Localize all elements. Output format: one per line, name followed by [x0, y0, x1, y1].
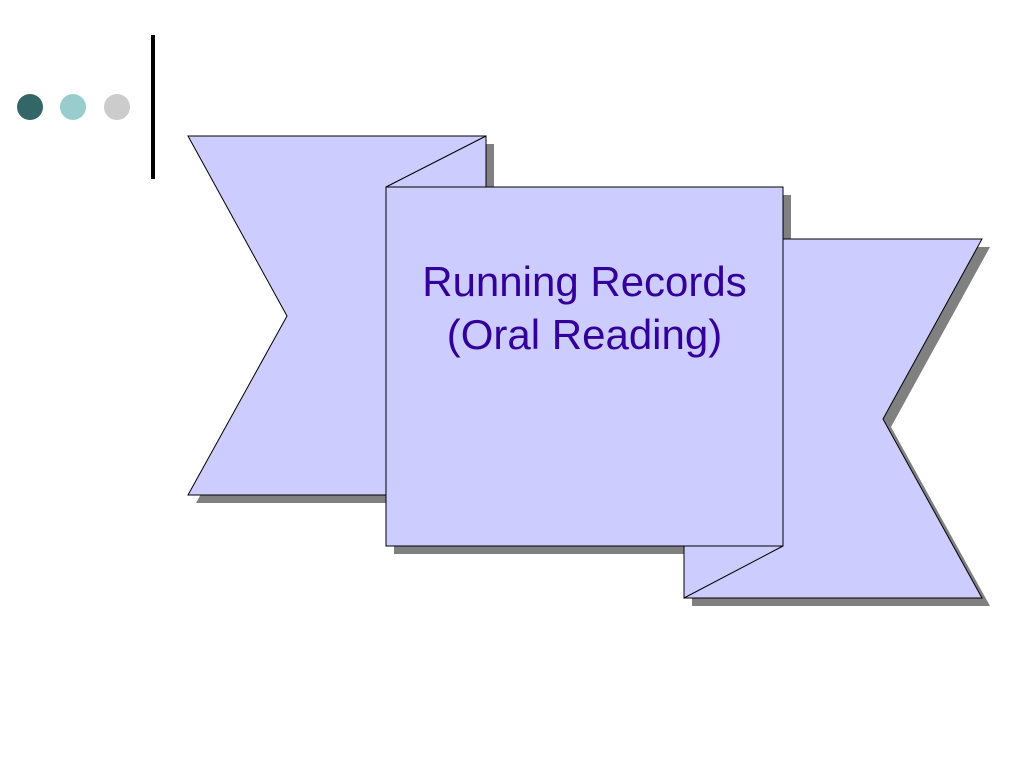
slide-title: Running Records (Oral Reading)	[386, 187, 783, 427]
decorative-dot-light-teal	[60, 94, 86, 120]
decorative-dot-gray	[104, 94, 130, 120]
decorative-dot-dark-teal	[17, 94, 43, 120]
title-line-2: (Oral Reading)	[446, 311, 723, 358]
ribbon-center-panel	[385, 186, 784, 547]
vertical-divider-line	[151, 35, 155, 179]
title-line-1: Running Records	[422, 258, 747, 305]
